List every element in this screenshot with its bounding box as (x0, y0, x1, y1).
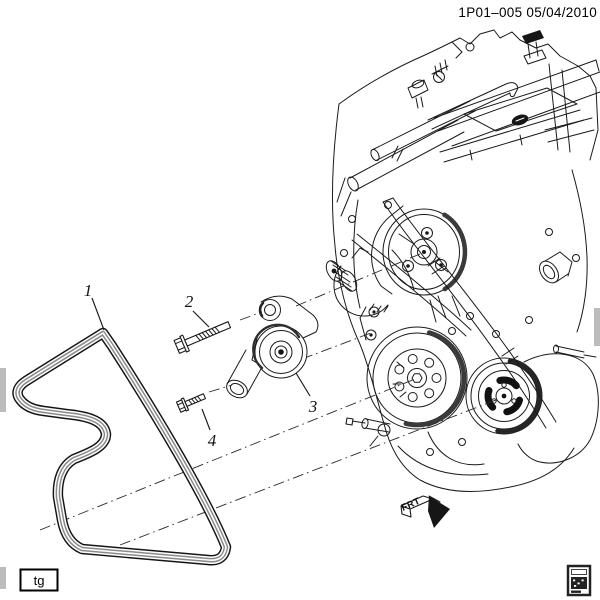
callout-2-label: 2 (185, 292, 194, 311)
tensioner-bolt (173, 317, 232, 355)
engine-block-details (337, 64, 594, 475)
projection-line-tensioner-arm (296, 254, 420, 306)
crankshaft-pulley (346, 327, 467, 432)
tg-stamp: tg (21, 570, 58, 591)
leader-line-1 (92, 298, 104, 330)
left-edge-shade (0, 368, 6, 412)
bolt2-axis-line (240, 312, 262, 320)
drive-belt (18, 333, 226, 560)
leader-line-2 (193, 311, 209, 327)
water-pump-pulley (372, 206, 465, 295)
doc-code: 1P01–005 05/04/2010 (458, 5, 597, 20)
heater-hose (352, 198, 556, 428)
left-edge-shade-2 (0, 567, 6, 589)
document-stamp-icon (568, 566, 590, 595)
frt-direction-arrow: FRT (400, 496, 450, 528)
frt-arrow-head (428, 496, 450, 528)
valve-cover (434, 60, 600, 162)
engine-assembly (323, 30, 600, 491)
tensioner-pulley (253, 325, 307, 378)
projection-line-compressor (120, 400, 496, 545)
projection-line-crank (40, 379, 415, 530)
tg-label: tg (34, 573, 45, 588)
projection-line-tensioner-body (302, 331, 376, 359)
frt-arrow-side-face (401, 506, 411, 517)
callout-3-label: 3 (308, 397, 318, 416)
projection-lines (40, 254, 496, 545)
callout-4-label: 4 (208, 431, 217, 450)
leader-line-3 (296, 373, 310, 396)
belt-tensioner (224, 296, 318, 401)
callout-1-label: 1 (84, 281, 93, 300)
bolt4-axis-line (209, 385, 232, 392)
connector-cap (522, 30, 544, 44)
frt-label: FRT (400, 496, 422, 514)
callouts: 1 2 3 4 (84, 281, 318, 450)
intake-tubes (346, 30, 546, 193)
right-edge-shade (594, 308, 600, 346)
mount-bolt (176, 390, 207, 413)
leader-line-4 (202, 409, 210, 430)
ac-compressor (466, 345, 598, 463)
